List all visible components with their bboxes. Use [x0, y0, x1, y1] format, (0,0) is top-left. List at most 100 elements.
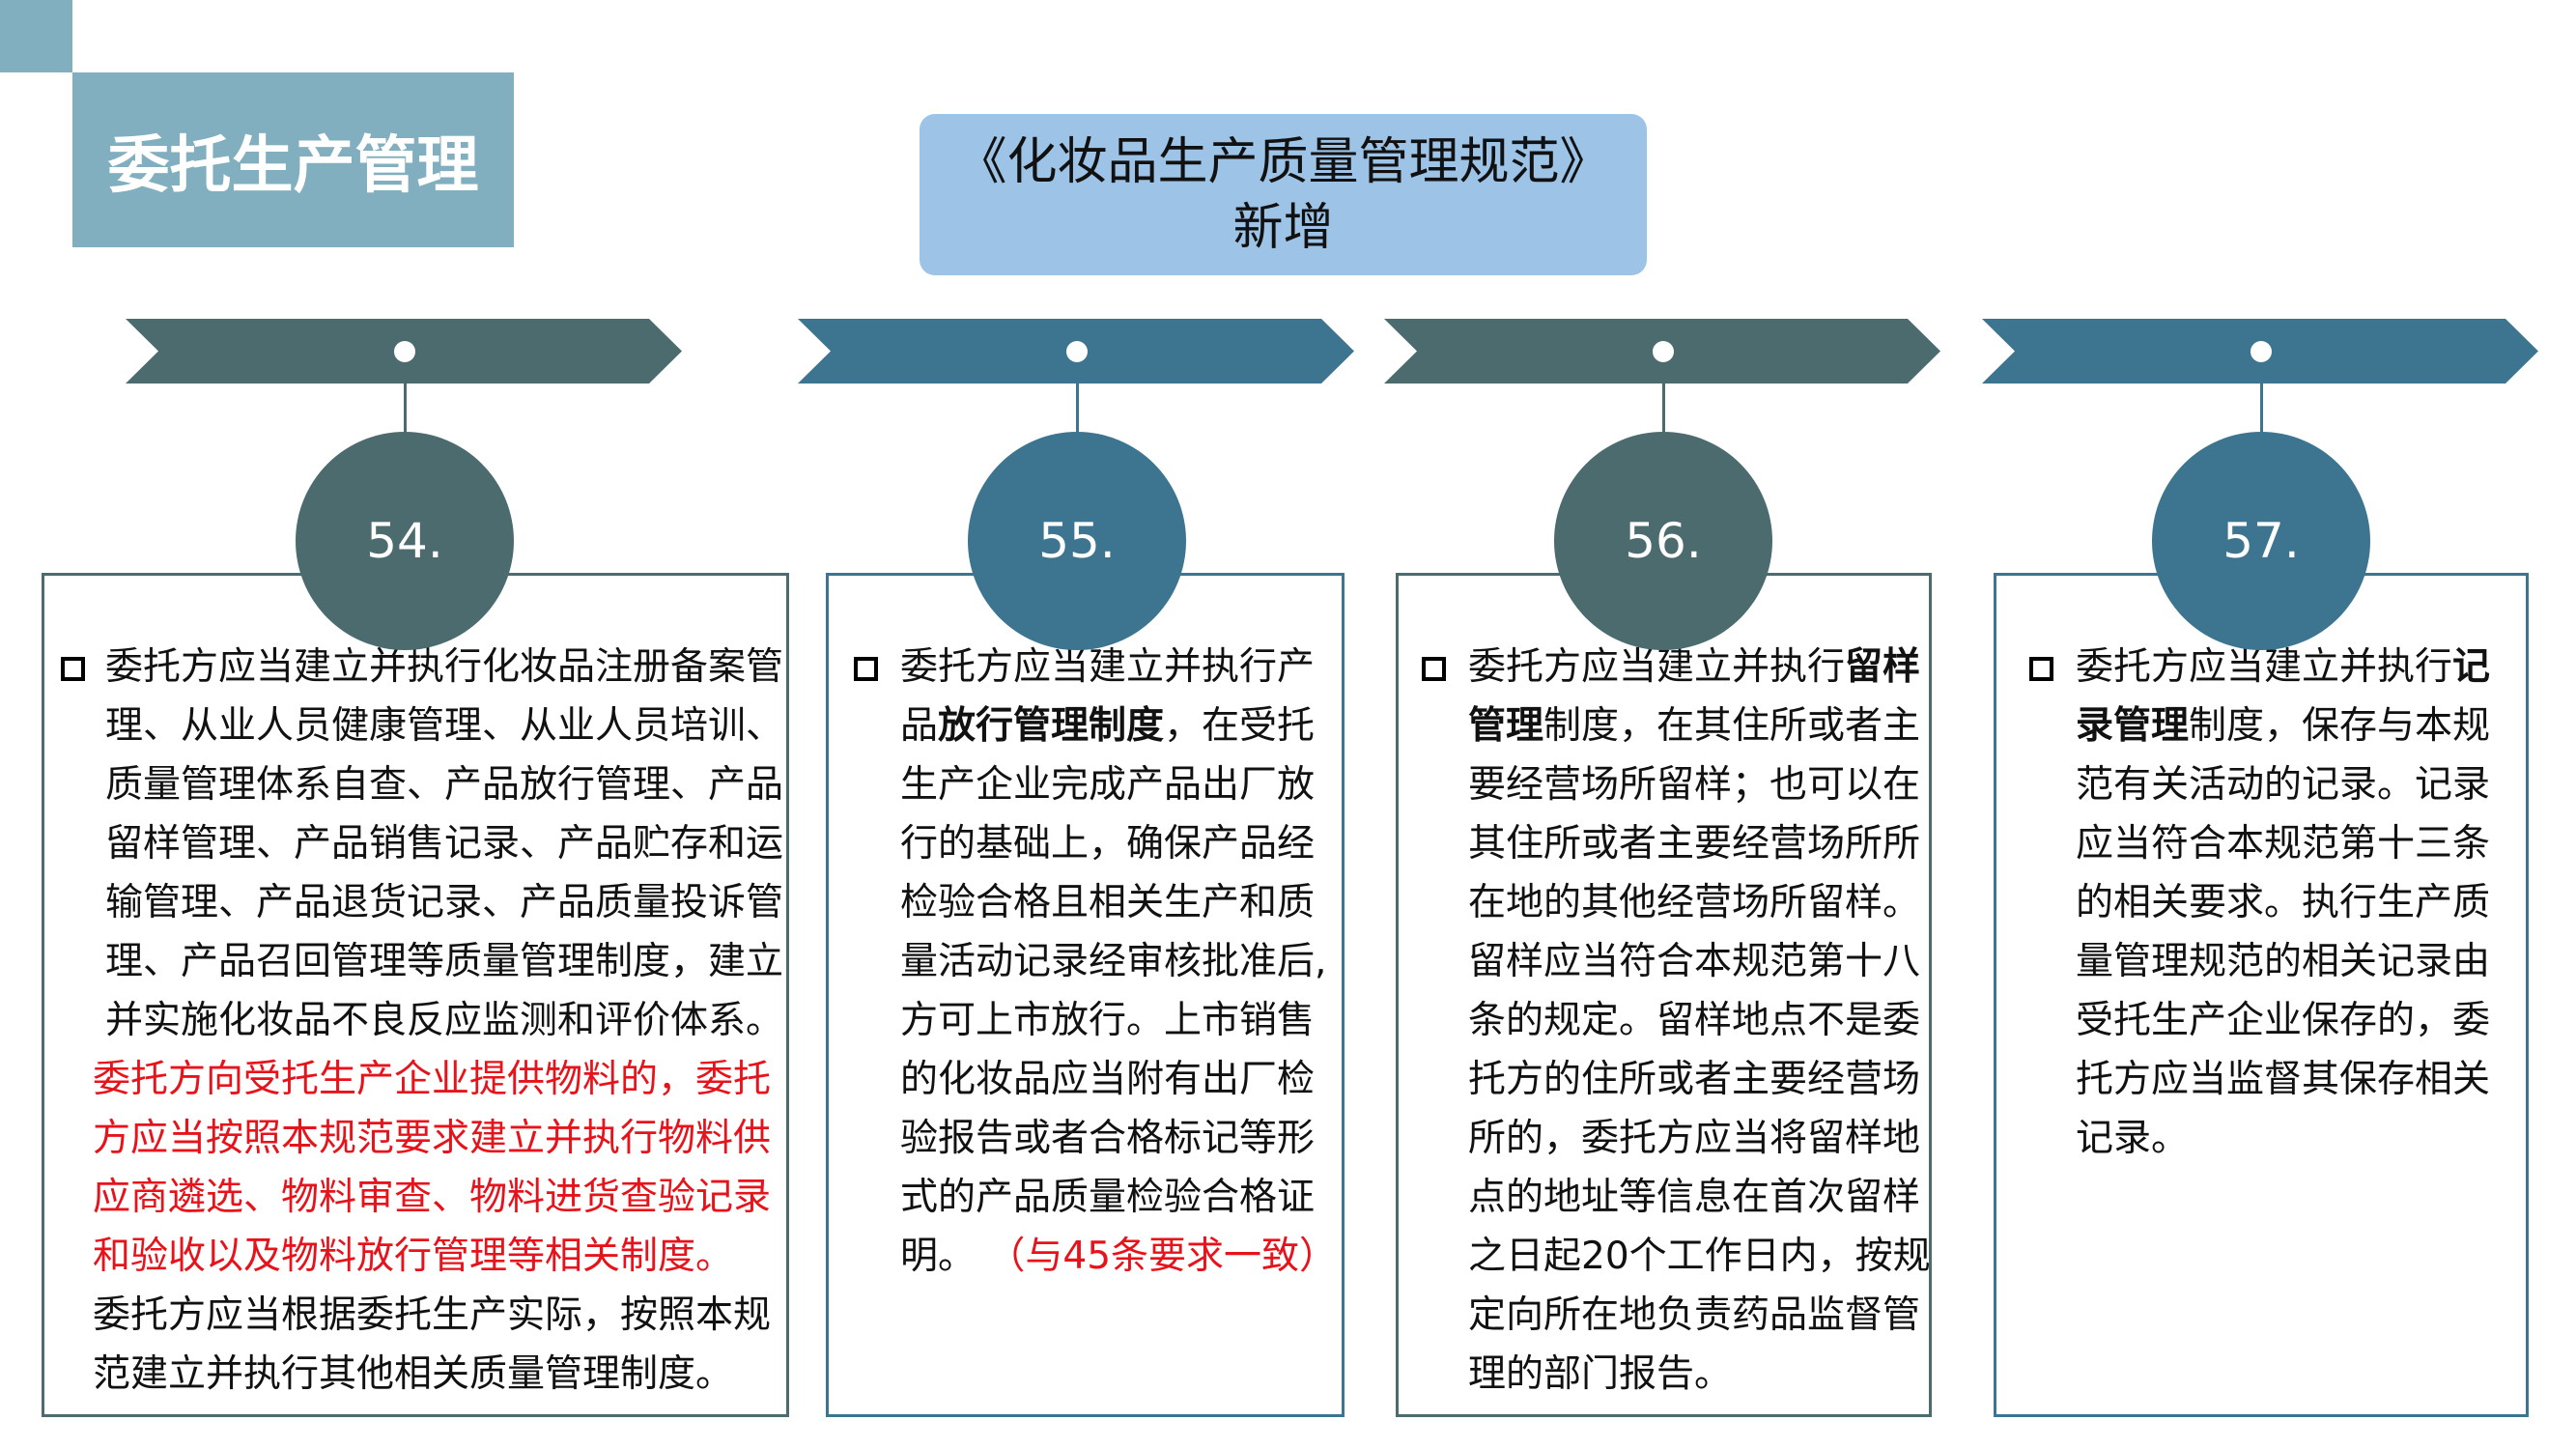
text-line: 应当符合本规范第十三条	[2076, 814, 2490, 873]
text-segment: 并实施化妆品不良反应监测和评价体系。	[105, 999, 784, 1042]
emphasis-text: 管理	[1468, 704, 1544, 748]
text-segment: 受托生产企业保存的，委	[2076, 999, 2491, 1042]
article-number: 55.	[1038, 513, 1116, 569]
text-segment: 量管理规范的相关记录由	[2076, 940, 2491, 983]
text-segment: 生产企业完成产品出厂放	[900, 763, 1316, 807]
text-line: 留样应当符合本规范第十八	[1468, 932, 1931, 991]
text-segment: 委托方应当建立并执行	[1468, 645, 1846, 689]
text-line: 检验合格且相关生产和质	[900, 873, 1337, 932]
text-segment: 委托方应当根据委托生产实际，按照本规	[93, 1293, 772, 1337]
text-segment: 托方应当监督其保存相关	[2076, 1058, 2491, 1101]
text-segment: 理的部门报告。	[1468, 1352, 1733, 1396]
article-number-badge: 57.	[2152, 432, 2370, 650]
text-segment: 其住所或者主要经营场所所	[1468, 822, 1921, 866]
timeline-connector	[1662, 384, 1665, 437]
text-line: 范有关活动的记录。记录	[2076, 755, 2490, 814]
text-segment: 明。	[900, 1235, 988, 1278]
text-segment: 检验合格且相关生产和质	[900, 881, 1316, 924]
text-line: 验报告或者合格标记等形	[900, 1109, 1337, 1168]
emphasis-text: 记	[2452, 645, 2491, 689]
text-segment: 在地的其他经营场所留样。	[1468, 881, 1921, 924]
article-card	[1396, 573, 1932, 1417]
emphasis-text: 录管理	[2076, 704, 2190, 748]
text-segment: 留样应当符合本规范第十八	[1468, 940, 1921, 983]
text-line: 托方的住所或者主要经营场	[1468, 1050, 1931, 1109]
text-line: 方应当按照本规范要求建立并执行物料供	[93, 1109, 771, 1168]
text-line: 委托方应当建立并执行化妆品注册备案管	[105, 638, 783, 696]
text-segment: 质量管理体系自查、产品放行管理、产品	[105, 763, 784, 807]
article-number-badge: 56.	[1554, 432, 1772, 650]
article-card	[1994, 573, 2529, 1417]
text-line: 理、从业人员健康管理、从业人员培训、	[105, 696, 783, 755]
text-line: 的相关要求。执行生产质	[2076, 873, 2490, 932]
text-segment: 的相关要求。执行生产质	[2076, 881, 2491, 924]
text-segment: 点的地址等信息在首次留样	[1468, 1176, 1921, 1219]
article-number-badge: 55.	[968, 432, 1186, 650]
text-segment: 品	[900, 704, 939, 748]
text-segment: 应当符合本规范第十三条	[2076, 822, 2491, 866]
regulation-name: 《化妆品生产质量管理规范》	[956, 132, 1610, 191]
text-line: 量管理规范的相关记录由	[2076, 932, 2490, 991]
text-line: 受托生产企业保存的，委	[2076, 991, 2490, 1050]
highlight-text: （与45条要求一致）	[987, 1235, 1338, 1278]
checkbox-bullet-icon	[854, 657, 878, 681]
text-line: 品放行管理制度，在受托	[900, 696, 1337, 755]
text-line: 委托方应当建立并执行记	[2076, 638, 2490, 696]
text-line: 委托方向受托生产企业提供物料的，委托	[93, 1050, 771, 1109]
text-line: 其住所或者主要经营场所所	[1468, 814, 1931, 873]
text-line: 记录。	[2076, 1109, 2490, 1168]
text-line: 所的，委托方应当将留样地	[1468, 1109, 1931, 1168]
text-segment: 验报告或者合格标记等形	[900, 1117, 1316, 1160]
text-segment: 之日起20个工作日内，按规	[1468, 1235, 1931, 1278]
text-line: 托方应当监督其保存相关	[2076, 1050, 2490, 1109]
article-text: 委托方应当建立并执行化妆品注册备案管理、从业人员健康管理、从业人员培训、质量管理…	[93, 638, 784, 1404]
article-number: 56.	[1625, 513, 1702, 569]
timeline-connector	[1076, 384, 1079, 437]
text-segment: 要经营场所留样；也可以在	[1468, 763, 1921, 807]
text-segment: 范建立并执行其他相关质量管理制度。	[93, 1352, 734, 1396]
text-segment: 托方的住所或者主要经营场	[1468, 1058, 1921, 1101]
text-line: 录管理制度，保存与本规	[2076, 696, 2490, 755]
article-text: 委托方应当建立并执行记录管理制度，保存与本规范有关活动的记录。记录应当符合本规范…	[2076, 638, 2490, 1168]
text-line: 生产企业完成产品出厂放	[900, 755, 1337, 814]
text-line: 式的产品质量检验合格证	[900, 1168, 1337, 1227]
text-line: 的化妆品应当附有出厂检	[900, 1050, 1337, 1109]
highlight-text: 应商遴选、物料审查、物料进货查验记录	[93, 1176, 772, 1219]
text-segment: 行的基础上，确保产品经	[900, 822, 1316, 866]
text-line: 理、产品召回管理等质量管理制度，建立	[105, 932, 783, 991]
article-card	[826, 573, 1345, 1417]
text-segment: 所的，委托方应当将留样地	[1468, 1117, 1921, 1160]
text-line: 之日起20个工作日内，按规	[1468, 1227, 1931, 1286]
article-number: 57.	[2222, 513, 2300, 569]
text-segment: ，在受托	[1164, 704, 1316, 748]
text-segment: 记录。	[2076, 1117, 2190, 1160]
timeline-dot	[1066, 341, 1088, 362]
text-segment: 留样管理、产品销售记录、产品贮存和运	[105, 822, 784, 866]
text-line: 行的基础上，确保产品经	[900, 814, 1337, 873]
text-segment: 的化妆品应当附有出厂检	[900, 1058, 1316, 1101]
text-line: 理的部门报告。	[1468, 1345, 1931, 1404]
checkbox-bullet-icon	[61, 657, 85, 681]
regulation-header: 《化妆品生产质量管理规范》 新增	[920, 114, 1647, 275]
text-line: 条的规定。留样地点不是委	[1468, 991, 1931, 1050]
article-card	[42, 573, 789, 1417]
section-title: 委托生产管理	[107, 129, 479, 202]
text-segment: 制度，在其住所或者主	[1543, 704, 1921, 748]
emphasis-text: 放行管理制度	[938, 704, 1165, 748]
article-number-badge: 54.	[296, 432, 514, 650]
timeline-connector	[404, 384, 407, 437]
article-text: 委托方应当建立并执行留样管理制度，在其住所或者主要经营场所留样；也可以在其住所或…	[1468, 638, 1931, 1404]
text-line: 定向所在地负责药品监督管	[1468, 1286, 1931, 1345]
regulation-tag: 新增	[1232, 198, 1334, 257]
checkbox-bullet-icon	[1422, 657, 1446, 681]
text-line: 在地的其他经营场所留样。	[1468, 873, 1931, 932]
text-segment: 定向所在地负责药品监督管	[1468, 1293, 1921, 1337]
text-segment: 量活动记录经审核批准后,	[900, 940, 1327, 983]
highlight-text: 和验收以及物料放行管理等相关制度。	[93, 1235, 734, 1278]
text-segment: 委托方应当建立并执行产	[900, 645, 1316, 689]
text-segment: 制度，保存与本规	[2189, 704, 2491, 748]
text-line: 留样管理、产品销售记录、产品贮存和运	[105, 814, 783, 873]
timeline-dot	[394, 341, 415, 362]
highlight-text: 委托方向受托生产企业提供物料的，委托	[93, 1058, 772, 1101]
text-line: 委托方应当建立并执行留样	[1468, 638, 1931, 696]
